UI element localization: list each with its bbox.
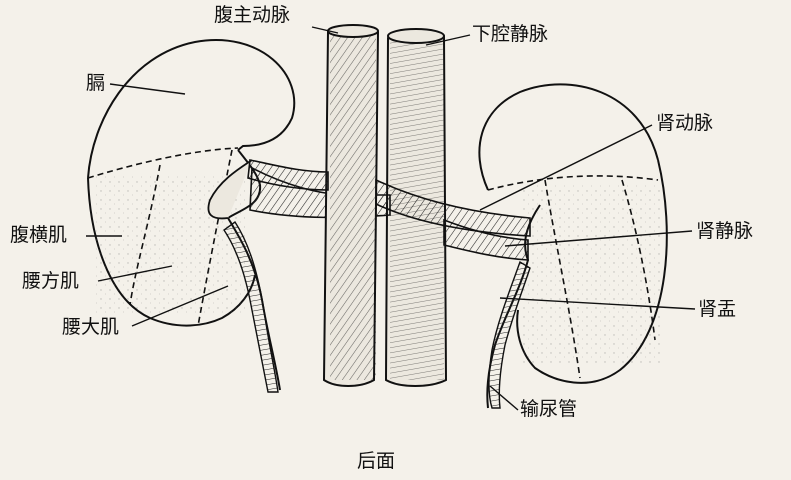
- right-renal-artery: [375, 178, 531, 237]
- aorta-top: [327, 24, 379, 38]
- label-abdominal-aorta: 腹主动脉: [214, 4, 291, 26]
- label-transversus-abdominis: 腹横肌: [10, 224, 68, 246]
- label-renal-artery: 肾动脉: [656, 112, 714, 134]
- diagram-caption: 后面: [357, 450, 396, 472]
- leader-aorta: [311, 26, 339, 34]
- right-diaphragm-border: [487, 175, 659, 191]
- right-muscle-texture: [520, 185, 660, 365]
- left-diaphragm-border: [87, 147, 239, 179]
- right-diaphragm-outline: [478, 83, 659, 191]
- label-renal-pelvis: 肾盂: [698, 298, 737, 320]
- leader-diaphragm: [109, 83, 186, 95]
- label-renal-vein: 肾静脉: [696, 220, 754, 242]
- leader-renal-pelvis: [499, 297, 696, 310]
- leader-renal-vein: [504, 230, 693, 247]
- left-ureter-body: [223, 221, 279, 393]
- abdominal-aorta: [247, 24, 531, 387]
- leader-renal-artery: [479, 124, 653, 211]
- leader-ivc: [425, 34, 471, 46]
- leader-psoas: [131, 285, 229, 327]
- right-ureter-body: [488, 260, 531, 409]
- aorta-texture: [330, 34, 376, 380]
- left-renal-artery: [247, 159, 329, 191]
- left-kidney-region: [87, 39, 296, 393]
- leader-quadratus: [97, 265, 173, 282]
- left-diaphragm-outline: [87, 39, 296, 179]
- label-diaphragm: 膈: [86, 72, 106, 94]
- right-kidney-region: [478, 83, 668, 409]
- label-psoas-major: 腰大肌: [62, 316, 120, 338]
- label-quadratus-lumborum: 腰方肌: [22, 270, 80, 292]
- label-inferior-vena-cava: 下腔静脉: [472, 23, 549, 45]
- label-ureter: 输尿管: [520, 398, 578, 420]
- ivc-top: [387, 28, 445, 44]
- leader-lines: [86, 26, 696, 411]
- leader-ureter: [489, 385, 519, 411]
- left-ureter: [207, 159, 253, 220]
